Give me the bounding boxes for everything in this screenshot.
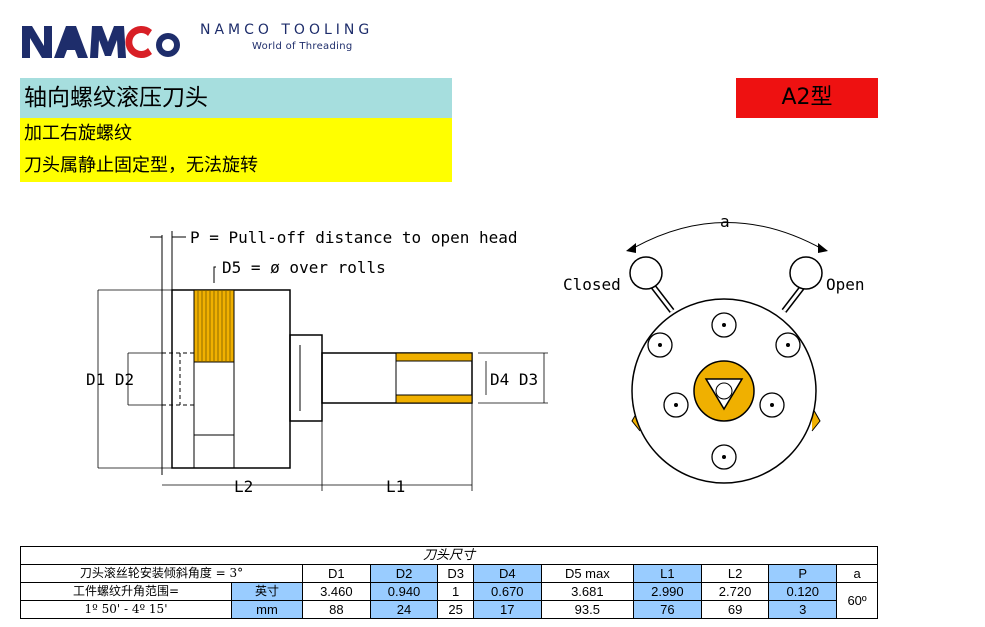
info-line: 加工右旋螺纹: [24, 123, 132, 144]
angle-note: 刀头滚丝轮安装倾斜角度 = 3°: [20, 564, 303, 583]
table-cell: 76: [633, 600, 702, 619]
table-cell: 69: [700, 600, 770, 619]
brand-tagline: World of Threading: [252, 41, 353, 52]
namco-logo-icon: [20, 18, 420, 64]
l1-label: L1: [386, 477, 405, 496]
unit-cell: mm: [231, 600, 303, 619]
unit-cell: 英寸: [231, 582, 303, 601]
col-header: P: [768, 564, 838, 583]
table-cell: 24: [369, 600, 439, 619]
table-caption: 刀头尺寸: [20, 546, 878, 565]
table-cell: 17: [472, 600, 542, 619]
technical-drawing: P = Pull-off distance to open head D5 = …: [86, 212, 865, 496]
helix-label-line2: 1º 50' - 4º 15': [20, 600, 232, 619]
d1-d2-label: D1 D2: [86, 370, 134, 389]
col-header: D4: [472, 564, 542, 583]
col-header: D5 max: [540, 564, 635, 583]
table-cell: 25: [437, 600, 474, 619]
table-cell: 3.460: [302, 582, 371, 601]
table-cell: 0.940: [369, 582, 439, 601]
type-badge: A2型: [736, 78, 878, 118]
p-label: P = Pull-off distance to open head: [190, 228, 518, 247]
a-label: a: [720, 212, 730, 231]
helix-label-line1: 工件螺纹升角范围=: [20, 582, 232, 601]
table-cell: 3: [768, 600, 838, 619]
table-cell: 2.720: [700, 582, 770, 601]
table-cell: 2.990: [633, 582, 702, 601]
col-header: D3: [437, 564, 474, 583]
spec-table: 刀头尺寸 刀头滚丝轮安装倾斜角度 = 3° D1 D2 D3 D4 D5 max…: [20, 546, 878, 619]
table-cell: 0.120: [768, 582, 838, 601]
d4-d3-label: D4 D3: [490, 370, 538, 389]
table-cell: 3.681: [540, 582, 635, 601]
table-cell: 1: [437, 582, 474, 601]
l2-label: L2: [234, 477, 253, 496]
brand-name: NAMCO TOOLING: [200, 22, 374, 38]
info-box: 加工右旋螺纹 刀头属静止固定型，无法旋转: [20, 118, 452, 182]
a-value-cell: 60º: [836, 582, 878, 619]
col-header: a: [836, 564, 878, 583]
table-cell: 93.5: [540, 600, 635, 619]
col-header: D2: [369, 564, 439, 583]
info-line: 刀头属静止固定型，无法旋转: [24, 155, 258, 176]
col-header: L1: [633, 564, 702, 583]
page-title: 轴向螺纹滚压刀头: [20, 78, 452, 118]
table-cell: 88: [302, 600, 371, 619]
col-header: D1: [302, 564, 371, 583]
d5-label: D5 = ø over rolls: [222, 258, 386, 277]
closed-label: Closed: [563, 275, 621, 294]
table-cell: 0.670: [472, 582, 542, 601]
open-label: Open: [826, 275, 865, 294]
col-header: L2: [700, 564, 770, 583]
